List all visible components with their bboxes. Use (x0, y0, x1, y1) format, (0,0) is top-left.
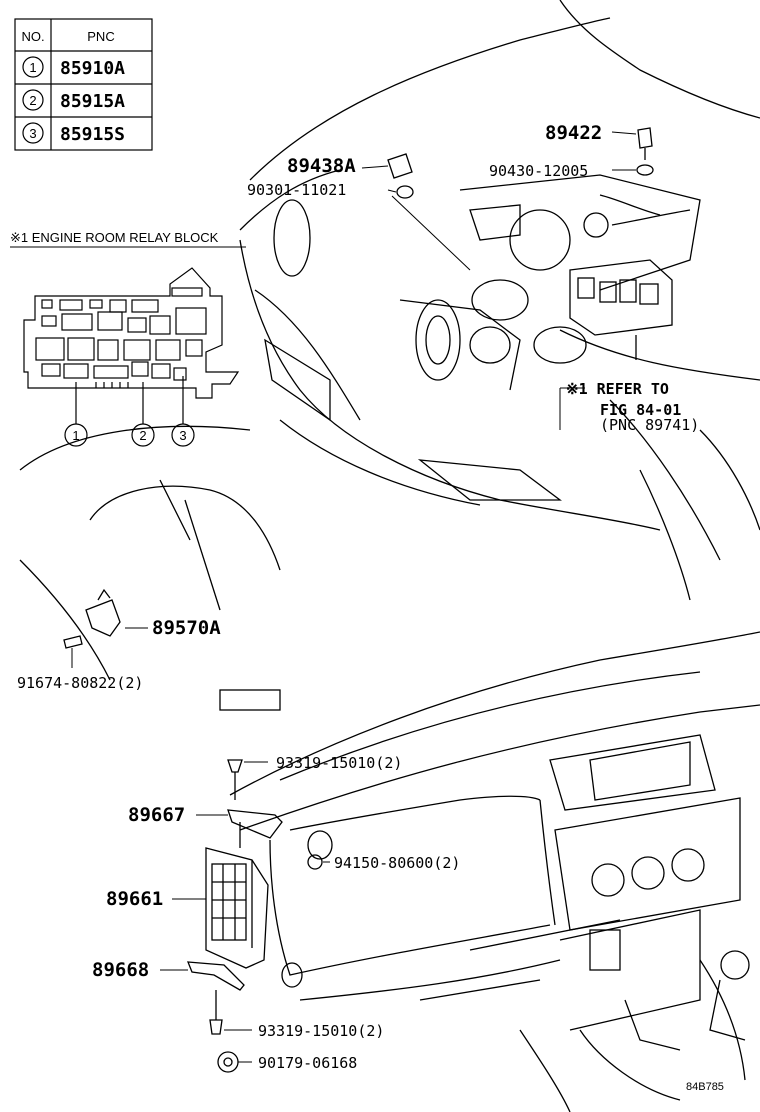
table-row-3-no: 3 (29, 126, 36, 141)
label-89661: 89661 (106, 888, 163, 910)
label-91674-80822: 91674-80822(2) (17, 674, 143, 692)
table-row-1-pnc: 85910A (60, 58, 125, 79)
label-90301-11021: 90301-11021 (247, 181, 346, 199)
label-89667: 89667 (128, 804, 185, 826)
refer-note-line2: FIG 84-01 (600, 401, 681, 419)
label-93319-15010-top: 93319-15010(2) (276, 754, 402, 772)
label-93319-15010-bottom: 93319-15010(2) (258, 1022, 384, 1040)
label-94150-80600: 94150-80600(2) (334, 854, 460, 872)
callout-circle-1 (22, 56, 44, 78)
ecu-assembly-drawing (63, 127, 654, 1073)
table-row-1-no: 1 (29, 60, 36, 75)
table-row-2-no: 2 (29, 93, 36, 108)
callout-circle-2 (22, 89, 44, 111)
relay-callout-3: 3 (179, 428, 186, 443)
callout-circle-3 (22, 122, 44, 144)
label-89422: 89422 (545, 122, 602, 144)
refer-note-line1: ※1 REFER TO (566, 380, 669, 398)
pnc-table (14, 18, 153, 151)
vehicle-front-drawing (19, 0, 760, 711)
table-row-2-pnc: 85915A (60, 91, 125, 112)
label-89668: 89668 (92, 959, 149, 981)
label-90430-12005: 90430-12005 (489, 162, 588, 180)
figure-id: 84B785 (686, 1081, 724, 1093)
relay-callout-2: 2 (139, 428, 146, 443)
refer-note-line3: (PNC 89741) (600, 416, 699, 434)
label-89570A: 89570A (152, 617, 221, 639)
label-89438A: 89438A (287, 155, 356, 177)
dashboard-drawing (229, 631, 760, 1112)
leader-lines (71, 131, 637, 1063)
relay-callout-1: 1 (72, 428, 79, 443)
label-90179-06168: 90179-06168 (258, 1054, 357, 1072)
relay-block-title: ※1 ENGINE ROOM RELAY BLOCK (10, 230, 219, 245)
relay-block-drawing (23, 267, 240, 447)
table-header-no: NO. (21, 29, 44, 44)
table-row-3-pnc: 85915S (60, 124, 125, 145)
table-header-pnc: PNC (87, 29, 114, 44)
